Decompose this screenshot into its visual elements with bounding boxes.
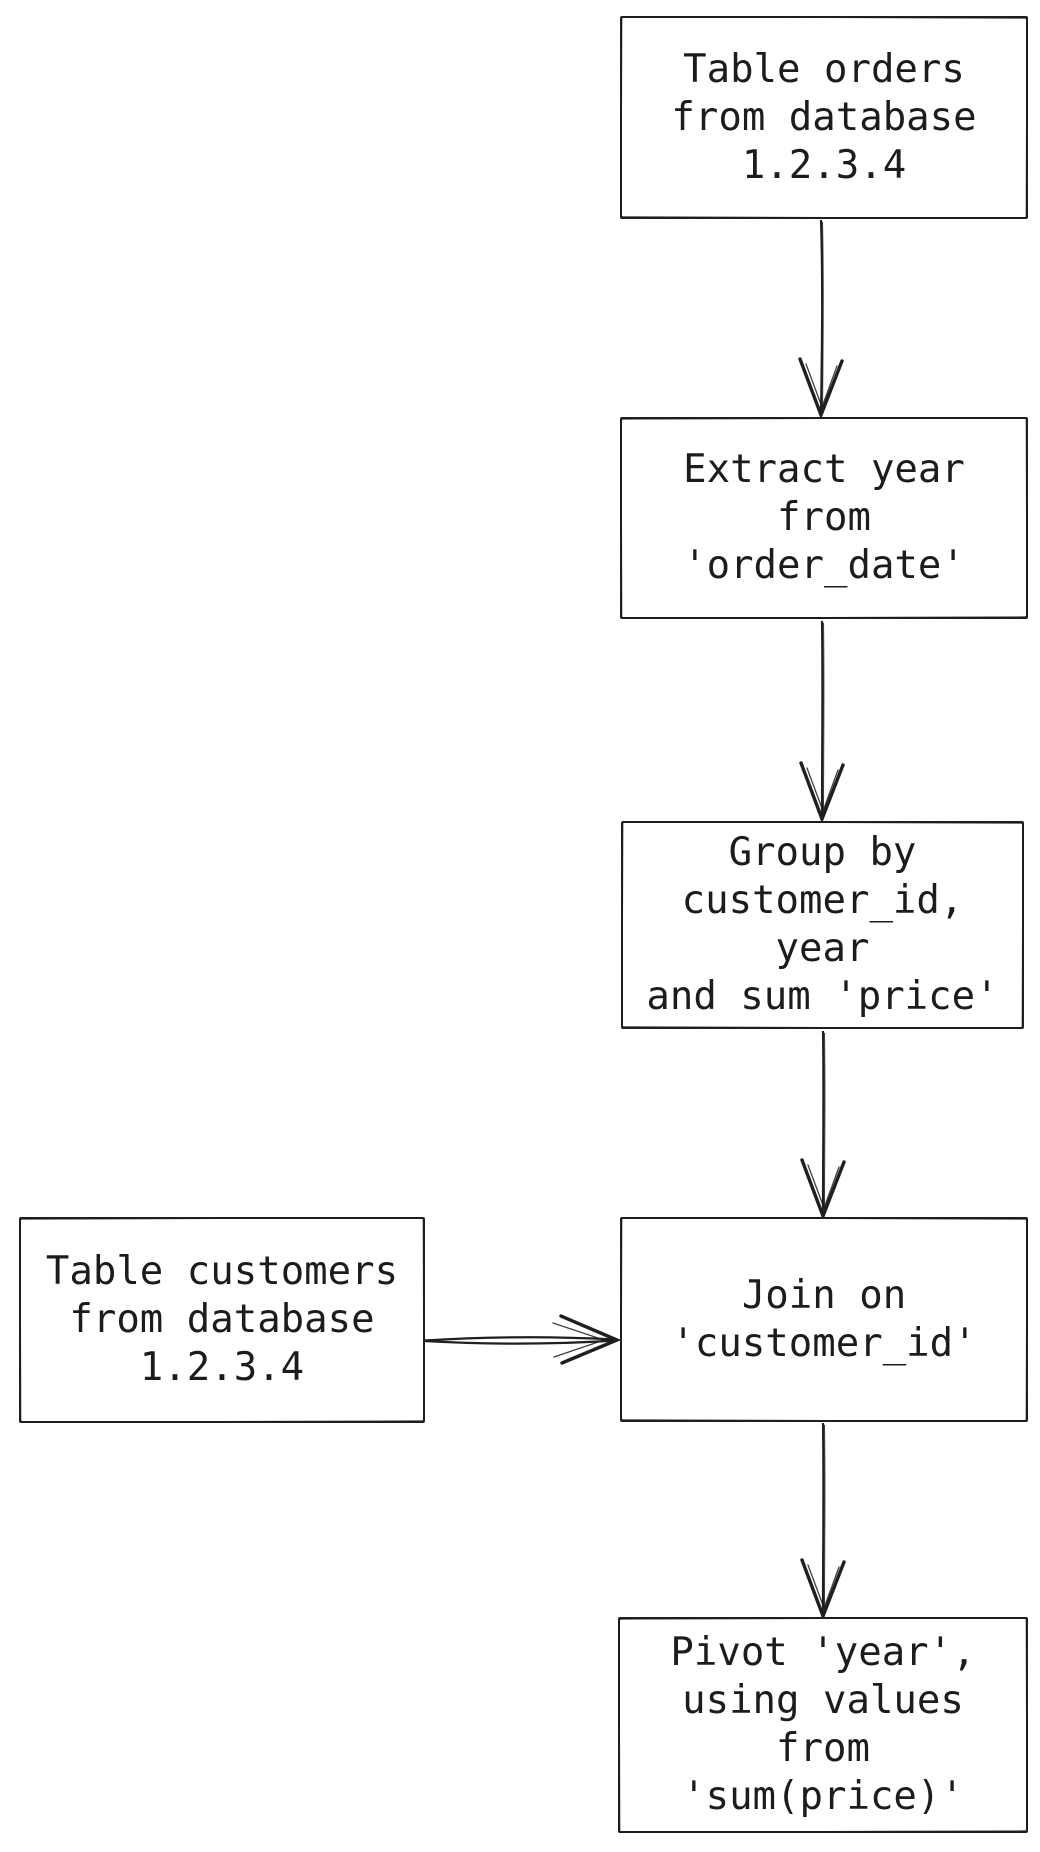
arrow-extract-year-to-group-by	[799, 620, 845, 824]
node-extract-year: Extract year from 'order_date'	[620, 417, 1028, 619]
arrow-group-by-to-join	[800, 1030, 846, 1221]
node-pivot-label: Pivot 'year', using values from 'sum(pri…	[670, 1630, 976, 1819]
node-table-customers: Table customers from database 1.2.3.4	[19, 1217, 425, 1423]
node-pivot: Pivot 'year', using values from 'sum(pri…	[618, 1617, 1028, 1833]
node-table-orders-label: Table orders from database 1.2.3.4	[671, 46, 977, 188]
node-table-customers-label: Table customers from database 1.2.3.4	[45, 1249, 399, 1390]
node-table-orders: Table orders from database 1.2.3.4	[620, 16, 1028, 219]
node-group-by-label: Group by customer_id, year and sum 'pric…	[646, 830, 999, 1019]
node-join-label: Join on 'customer_id'	[671, 1272, 977, 1366]
node-extract-year-label: Extract year from 'order_date'	[683, 447, 965, 588]
arrow-join-to-pivot	[800, 1422, 846, 1621]
arrow-orders-to-extract-year	[798, 219, 844, 420]
node-group-by: Group by customer_id, year and sum 'pric…	[621, 821, 1024, 1029]
arrow-customers-to-join	[424, 1314, 622, 1365]
node-join: Join on 'customer_id'	[620, 1217, 1028, 1422]
